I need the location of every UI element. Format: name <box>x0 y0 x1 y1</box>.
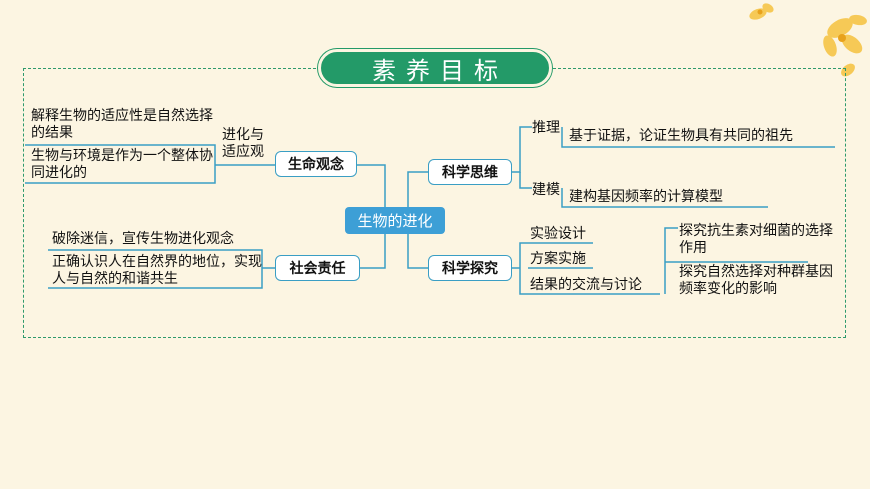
inquiry-topic-1: 探究抗生素对细菌的选择作用 <box>679 223 833 256</box>
node-social-responsibility: 社会责任 <box>275 255 360 281</box>
social-item-2: 正确认识人在自然界的地位，实现人与自然的和谐共生 <box>52 254 262 287</box>
life-concept-sub-label: 进化与适应观 <box>222 127 264 160</box>
node-scientific-thinking: 科学思维 <box>428 159 512 185</box>
thinking-key-modeling: 建模 <box>532 182 560 198</box>
thinking-text-modeling: 建构基因频率的计算模型 <box>569 189 723 205</box>
life-concept-item-1: 解释生物的适应性是自然选择的结果 <box>31 108 213 141</box>
node-scientific-inquiry: 科学探究 <box>428 255 512 281</box>
node-life-concept: 生命观念 <box>275 151 357 177</box>
life-concept-item-2: 生物与环境是作为一个整体协同进化的 <box>31 148 213 181</box>
social-item-1: 破除迷信，宣传生物进化观念 <box>52 231 234 247</box>
thinking-text-reasoning: 基于证据，论证生物具有共同的祖先 <box>569 128 793 144</box>
inquiry-topic-2: 探究自然选择对种群基因频率变化的影响 <box>679 264 833 297</box>
inquiry-step-1: 实验设计 <box>530 226 586 242</box>
inquiry-step-3: 结果的交流与讨论 <box>530 277 642 293</box>
thinking-key-reasoning: 推理 <box>532 120 560 136</box>
page-title: 素养目标 <box>318 49 552 87</box>
center-node: 生物的进化 <box>345 207 445 234</box>
inquiry-step-2: 方案实施 <box>530 251 586 267</box>
flower-decoration-icon <box>749 3 867 77</box>
